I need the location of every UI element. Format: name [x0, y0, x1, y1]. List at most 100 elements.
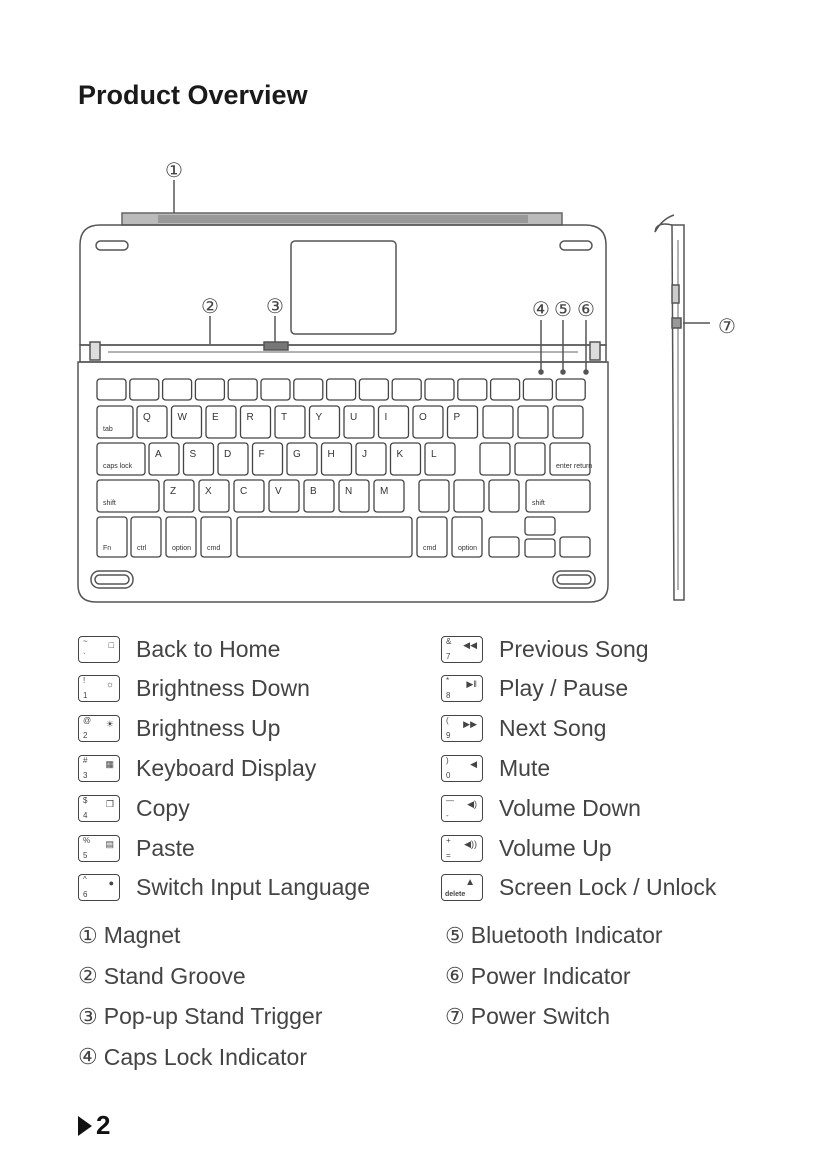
- key-letter: W: [170, 405, 203, 439]
- svg-text:cmd: cmd: [423, 545, 436, 552]
- function-key: [227, 378, 258, 401]
- key-letter: T: [274, 405, 306, 439]
- keycap: delete ▲: [441, 874, 483, 902]
- key-caps-lock: caps lock: [96, 442, 146, 476]
- keycap-bottom: 3: [83, 770, 88, 780]
- previous-icon: ◀◀: [463, 639, 477, 650]
- keycap-label: delete: [445, 891, 466, 899]
- key-letter: X: [198, 479, 230, 513]
- keycap-bottom: -: [446, 810, 449, 820]
- legend-label: Switch Input Language: [136, 874, 371, 901]
- svg-text:caps lock: caps lock: [103, 463, 133, 470]
- keycap-bottom: 8: [446, 691, 451, 701]
- keycap: (9 ▶▶: [441, 715, 483, 743]
- keycap: !1☼: [78, 675, 120, 703]
- mute-icon: ◀: [470, 758, 477, 769]
- legend-item: ^6●Switch Input Language: [78, 873, 370, 903]
- key-letter: K: [389, 442, 422, 476]
- legend-item: ~`□Back to Home: [78, 634, 280, 664]
- keycap-top: (: [446, 716, 449, 726]
- svg-text:T: T: [281, 412, 287, 423]
- function-key: [293, 378, 324, 401]
- callout-number: ⑥: [445, 963, 465, 988]
- svg-text:E: E: [212, 412, 219, 423]
- key-letter: G: [286, 442, 318, 476]
- svg-text:enter return: enter return: [556, 463, 592, 470]
- svg-text:H: H: [328, 449, 335, 460]
- keycap-top: $: [83, 795, 88, 805]
- svg-text:G: G: [293, 449, 301, 460]
- key-arrow-left: [488, 536, 520, 558]
- key-punct: [482, 405, 514, 439]
- next-icon: ▶▶: [463, 719, 477, 730]
- keycap-top: *: [446, 676, 450, 686]
- keycap-bottom: 5: [83, 850, 88, 860]
- function-key: [129, 378, 160, 401]
- legend-label: Copy: [136, 794, 190, 821]
- key-arrow-up: [524, 516, 556, 536]
- keycap-top: ~: [83, 636, 88, 646]
- keycap-top: !: [83, 676, 86, 686]
- legend-label: Volume Down: [499, 794, 641, 821]
- caps-lock-indicator-light: [538, 369, 544, 375]
- svg-text:V: V: [275, 486, 282, 497]
- page-title: Product Overview: [78, 80, 308, 110]
- callout-number: ②: [78, 963, 98, 988]
- legend-item: &7◀◀Previous Song: [441, 634, 649, 664]
- key-letter: D: [217, 442, 249, 476]
- paste-icon: ▤: [105, 838, 114, 849]
- keycap: $4❐: [78, 794, 120, 822]
- bluetooth-indicator-light: [560, 369, 566, 375]
- key-letter: S: [182, 442, 215, 476]
- keycap: *8▶‖: [441, 675, 483, 703]
- legend-label: Play / Pause: [499, 675, 629, 702]
- key-cmd-left: cmd: [200, 516, 232, 558]
- legend-label: Mute: [499, 754, 551, 781]
- svg-text:ctrl: ctrl: [137, 545, 147, 552]
- keycap-top: +: [446, 835, 451, 845]
- speaker-slot-right: [559, 240, 593, 251]
- key-letter: A: [148, 442, 180, 476]
- keycap-bottom: 9: [446, 731, 451, 741]
- legend-item: *8▶‖Play / Pause: [441, 674, 628, 704]
- key-punct: [488, 479, 520, 513]
- key-option-right: option: [451, 516, 483, 558]
- stand-groove: [79, 344, 607, 363]
- keycap: #3▦: [78, 754, 120, 782]
- callout-label: Power Indicator: [470, 962, 631, 989]
- key-space: [236, 516, 413, 558]
- keyboard-top-case: [79, 224, 607, 346]
- keycap-top: ): [446, 755, 449, 765]
- svg-text:cmd: cmd: [207, 545, 220, 552]
- svg-text:Fn: Fn: [103, 545, 111, 552]
- svg-text:L: L: [431, 449, 437, 460]
- key-letter: Y: [308, 405, 341, 439]
- key-punct: [453, 479, 485, 513]
- function-key: [194, 378, 226, 401]
- key-punct: [514, 442, 546, 476]
- keycap-bottom: `: [83, 651, 86, 661]
- legend-item: @2☀Brightness Up: [78, 714, 280, 744]
- lock-icon: ▲: [465, 877, 475, 889]
- key-letter: B: [303, 479, 335, 513]
- diagram-marker-5: ⑤: [554, 299, 572, 321]
- svg-text:W: W: [178, 412, 188, 423]
- legend-item: #3▦Keyboard Display: [78, 753, 316, 783]
- key-letter: C: [233, 479, 265, 513]
- legend-item: $4❐ Copy: [78, 793, 190, 823]
- key-enter: enter return: [549, 442, 592, 476]
- keycap-bottom: 6: [83, 890, 88, 900]
- key-letter: E: [205, 405, 237, 439]
- function-key: [489, 378, 521, 401]
- key-arrow-down: [524, 538, 556, 558]
- callout-label: Power Switch: [470, 1003, 611, 1029]
- svg-text:C: C: [240, 486, 247, 497]
- svg-text:shift: shift: [103, 500, 116, 507]
- svg-text:Y: Y: [316, 412, 323, 423]
